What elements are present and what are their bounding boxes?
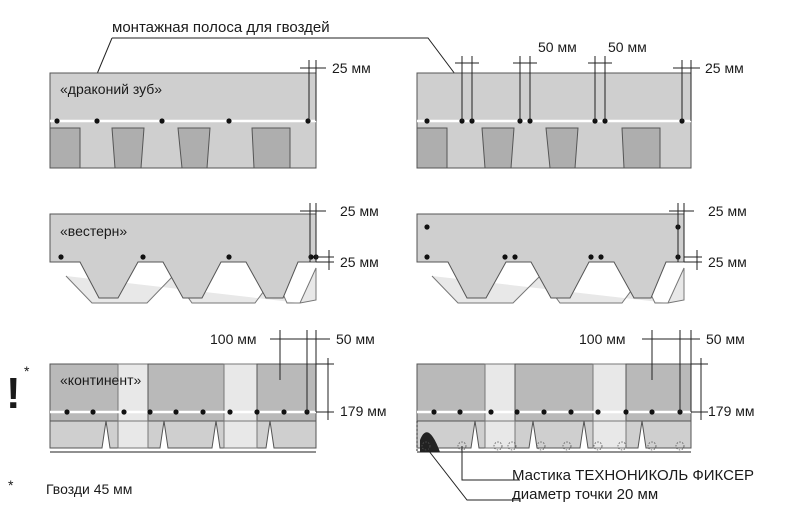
dim-179-left-label: 179 мм <box>340 403 387 419</box>
continent-left <box>49 363 317 453</box>
dragon-tooth-right <box>416 72 692 169</box>
dim-50-a-label: 50 мм <box>538 39 577 55</box>
dim-25-western-bottom-left <box>316 250 334 270</box>
dim-50-b-label: 50 мм <box>608 39 647 55</box>
dim-25-western-top-right-label: 25 мм <box>708 203 747 219</box>
western-label: «вестерн» <box>60 223 127 239</box>
mastic-label-line1: Мастика ТЕХНОНИКОЛЬ ФИКСЕР <box>512 467 754 484</box>
dim-100-left <box>270 330 330 412</box>
mastic-leader-2 <box>461 446 520 481</box>
dragon-tooth-label: «драконий зуб» <box>60 81 162 97</box>
dim-100-left-label: 100 мм <box>210 331 257 347</box>
dim-179-right-label: 179 мм <box>708 403 755 419</box>
dim-100-right <box>642 330 700 412</box>
mastic-label-line2: диаметр точки 20 мм <box>512 486 658 503</box>
dim-179-right <box>691 358 708 420</box>
dim-25-western-top-left <box>300 203 326 262</box>
dim-50-b <box>513 56 537 121</box>
mastic-leader-1 <box>424 445 520 501</box>
dim-100-right-label: 100 мм <box>579 331 626 347</box>
nail-strip-label: монтажная полоса для гвоздей <box>112 19 330 36</box>
footnote-star: * <box>8 477 14 493</box>
dragon-tooth-left <box>49 72 317 169</box>
western-right <box>416 213 685 304</box>
warning-star: * <box>24 363 30 379</box>
mastic-dots <box>421 441 685 451</box>
western-left <box>49 213 319 304</box>
warning-mark: ! <box>6 369 21 418</box>
footnote-text: Гвозди 45 мм <box>46 481 132 497</box>
dim-50-continent-left-label: 50 мм <box>336 331 375 347</box>
dim-179-left <box>316 358 334 420</box>
dim-25-dragon-right-label: 25 мм <box>705 60 744 76</box>
dim-25-western-top-right <box>669 203 694 262</box>
dim-25-dragon-left <box>300 60 326 121</box>
dim-50-a <box>455 56 479 121</box>
dim-50-c <box>588 56 612 121</box>
dim-25-dragon-left-label: 25 мм <box>332 60 371 76</box>
continent-label: «континент» <box>60 372 141 388</box>
dim-25-dragon-right <box>673 60 700 121</box>
dim-50-continent-right-label: 50 мм <box>706 331 745 347</box>
continent-right <box>416 363 692 453</box>
dim-25-western-bottom-right-label: 25 мм <box>708 254 747 270</box>
dim-25-western-bottom-left-label: 25 мм <box>340 254 379 270</box>
dim-25-western-bottom-right <box>684 250 702 270</box>
dim-25-western-top-left-label: 25 мм <box>340 203 379 219</box>
